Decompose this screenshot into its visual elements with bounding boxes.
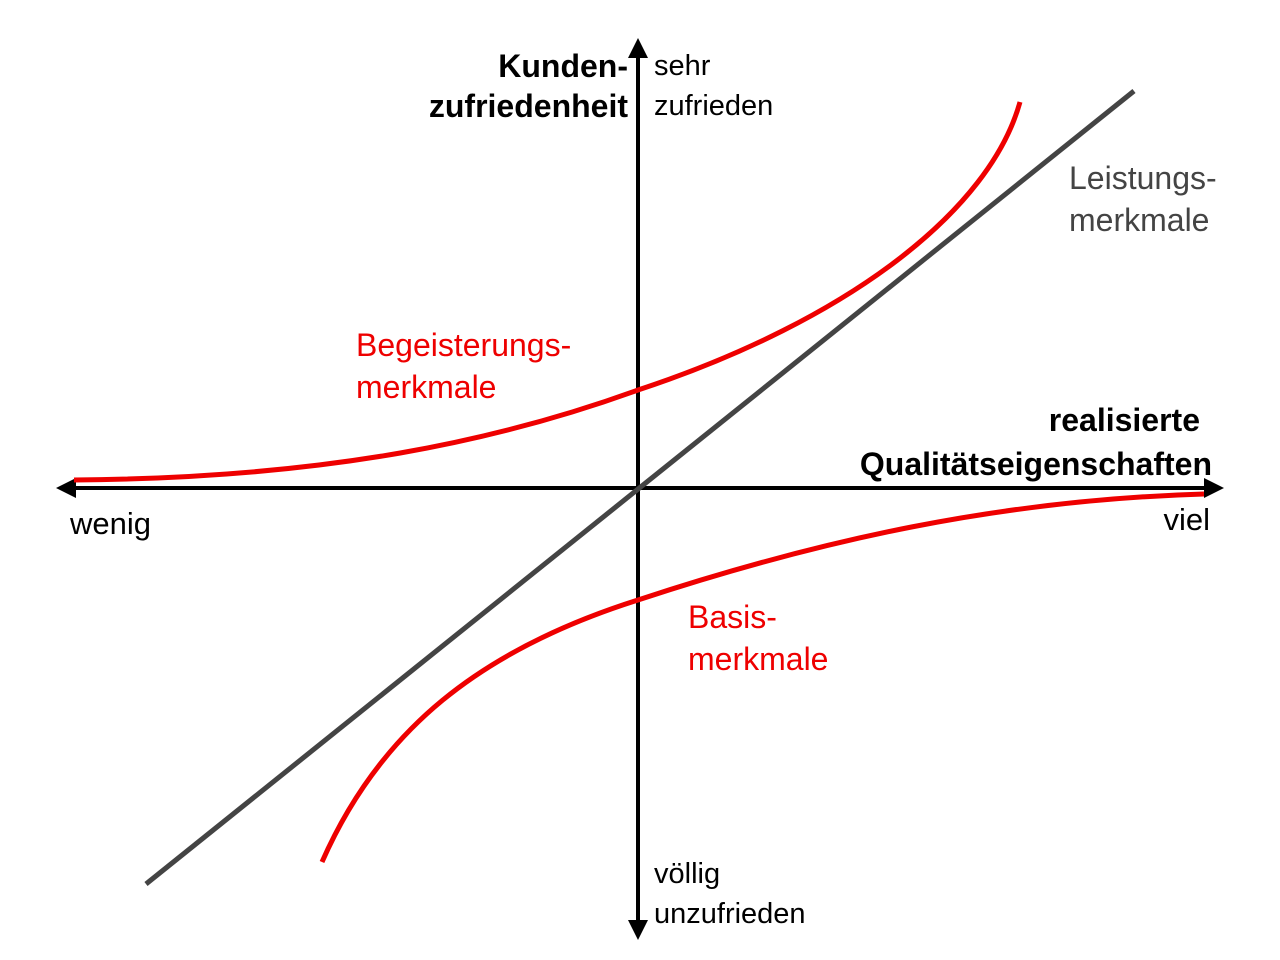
x-axis-right-text: viel (1163, 502, 1210, 537)
performance-label-line1: Leistungs- (1069, 160, 1217, 196)
performance-label: Leistungs- merkmale (1069, 157, 1217, 241)
y-axis-top-line1: sehr (654, 50, 711, 82)
basic-label: Basis- merkmale (688, 596, 828, 680)
y-axis-bottom-line2: unzufrieden (654, 898, 806, 930)
basic-label-line2: merkmale (688, 641, 829, 677)
y-axis-bottom-line1: völlig (654, 858, 721, 890)
performance-label-line2: merkmale (1069, 202, 1210, 238)
excitement-label: Begeisterungs- merkmale (356, 324, 571, 408)
x-axis-left-text: wenig (70, 506, 151, 541)
excitement-curve (73, 101, 1023, 483)
y-axis-title: Kunden- zufriedenheit (429, 46, 628, 126)
basic-curve (319, 491, 1205, 864)
x-axis-title-line2: Qualitätseigenschaften (859, 446, 1212, 482)
y-axis-top-label: sehr zufrieden (654, 46, 773, 126)
y-axis-top-line2: zufrieden (654, 90, 774, 122)
basic-label-line1: Basis- (688, 599, 777, 635)
y-axis-title-line1: Kunden- (498, 48, 628, 84)
y-axis-title-line2: zufriedenheit (428, 88, 628, 124)
excitement-label-line2: merkmale (356, 369, 497, 405)
performance-line (144, 89, 1136, 886)
y-axis-bottom-label: völlig unzufrieden (654, 854, 806, 934)
x-axis-left-label: wenig (70, 504, 151, 544)
x-axis-right-label: viel (1163, 500, 1210, 540)
excitement-label-line1: Begeisterungs- (356, 327, 572, 363)
x-axis-title: realisierte Qualitätseigenschaften (860, 398, 1212, 486)
x-axis-title-line1: realisierte (1048, 402, 1200, 438)
